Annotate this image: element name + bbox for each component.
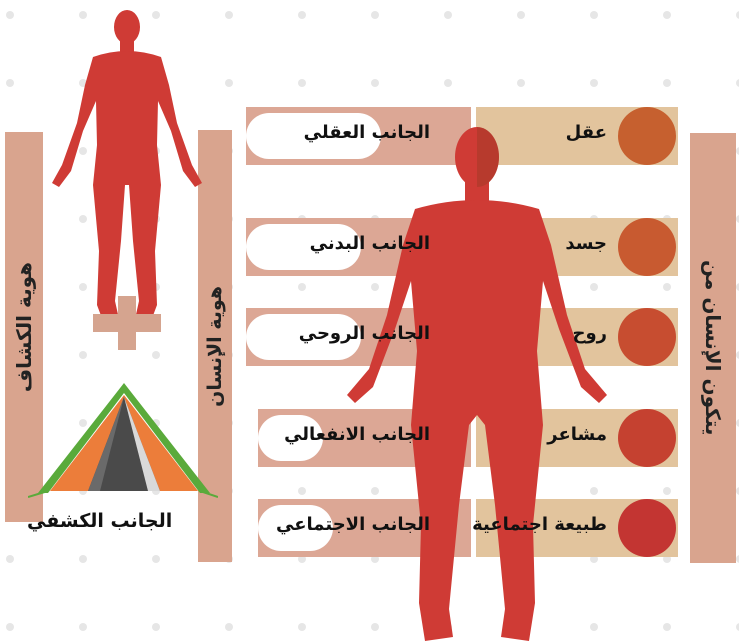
- background-dot: [152, 351, 160, 359]
- aspect-label: الجانب الانفعالي: [284, 424, 430, 445]
- background-dot: [298, 283, 306, 291]
- background-dot: [152, 555, 160, 563]
- background-dot: [6, 11, 14, 19]
- background-dot: [79, 623, 87, 631]
- scout-aspect-label: الجانب الكشفي: [27, 510, 172, 532]
- human-consists-label: يتكون الإنسان من: [701, 260, 725, 435]
- large-human-icon: [345, 125, 610, 643]
- background-dot: [298, 623, 306, 631]
- background-dot: [444, 79, 452, 87]
- background-dot: [225, 11, 233, 19]
- background-dot: [298, 487, 306, 495]
- background-dot: [225, 623, 233, 631]
- aspect-label: الجانب الاجتماعي: [276, 514, 430, 535]
- component-circle: [618, 499, 676, 557]
- background-dot: [225, 79, 233, 87]
- background-dot: [663, 487, 671, 495]
- background-dot: [79, 555, 87, 563]
- background-dot: [152, 623, 160, 631]
- tent-icon: [28, 383, 218, 498]
- background-dot: [6, 555, 14, 563]
- component-circle: [618, 107, 676, 165]
- aspect-label: الجانب البدني: [310, 233, 430, 254]
- background-dot: [444, 11, 452, 19]
- background-dot: [79, 351, 87, 359]
- component-label: طبيعة اجتماعية: [472, 514, 607, 535]
- background-dot: [663, 11, 671, 19]
- background-dot: [6, 623, 14, 631]
- background-dot: [371, 79, 379, 87]
- component-circle: [618, 308, 676, 366]
- background-dot: [663, 283, 671, 291]
- background-dot: [298, 79, 306, 87]
- scout-identity-label: هوية الكشاف: [12, 262, 36, 392]
- plus-icon: [93, 296, 161, 350]
- background-dot: [590, 79, 598, 87]
- component-circle: [618, 409, 676, 467]
- background-dot: [371, 11, 379, 19]
- component-circle: [618, 218, 676, 276]
- background-dot: [663, 79, 671, 87]
- small-human-icon: [45, 5, 210, 325]
- background-dot: [517, 79, 525, 87]
- human-consists-bar: يتكون الإنسان من: [690, 133, 736, 563]
- component-label: جسد: [565, 233, 607, 254]
- aspect-label: الجانب الروحي: [299, 323, 430, 344]
- background-dot: [6, 79, 14, 87]
- component-label: عقل: [566, 122, 607, 143]
- background-dot: [517, 11, 525, 19]
- aspect-label: الجانب العقلي: [304, 122, 430, 143]
- background-dot: [590, 11, 598, 19]
- background-dot: [298, 11, 306, 19]
- component-label: روح: [572, 323, 607, 344]
- background-dot: [663, 623, 671, 631]
- component-label: مشاعر: [547, 424, 607, 445]
